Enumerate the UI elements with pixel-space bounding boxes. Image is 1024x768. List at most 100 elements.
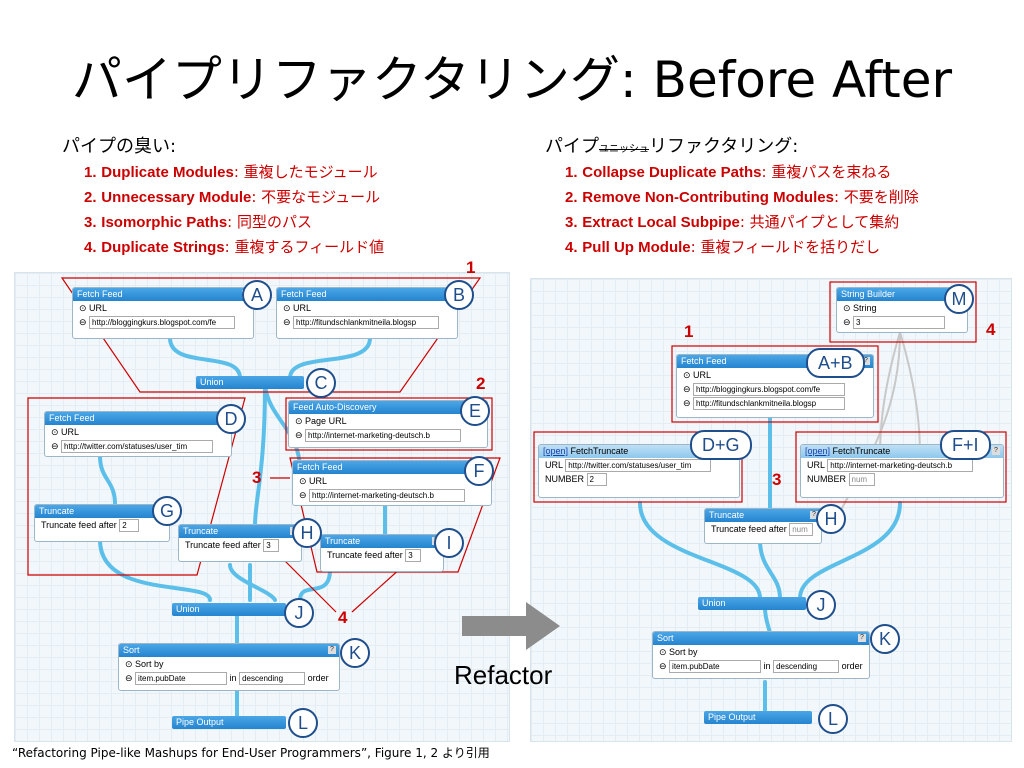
- sort-module-k[interactable]: Sort? ⊙ Sort by ⊖ item.pubDate in descen…: [118, 643, 340, 691]
- url-field[interactable]: http://internet-marketing-deutsch.b: [309, 489, 466, 502]
- module-header[interactable]: Fetch Feed?: [277, 288, 457, 301]
- url-label: ⊙ URL: [79, 303, 108, 313]
- url-row: ⊖ http://internet-marketing-deutsch.b: [289, 428, 487, 442]
- label-f: F: [464, 456, 494, 486]
- url-field[interactable]: http://fitundschlankmitneila.blogsp: [293, 316, 440, 329]
- module-header[interactable]: Fetch Feed?: [293, 461, 491, 474]
- sort-row: ⊖ item.pubDate in descending order: [659, 660, 863, 673]
- smell-list: 1. Duplicate Modules: 重複したモジュール 2. Unnec…: [84, 160, 384, 260]
- label-a-plus-b: A+B: [806, 348, 865, 378]
- right-heading-pre: パイプ: [545, 136, 599, 157]
- label-b: B: [444, 280, 474, 310]
- list-item: 2. Remove Non-Contributing Modules: 不要を削…: [565, 188, 919, 206]
- red-number-4-after: 4: [986, 320, 996, 339]
- module-header[interactable]: Feed Auto-Discovery?: [289, 401, 487, 414]
- url-field[interactable]: http://bloggingkurs.blogspot.com/fe: [89, 316, 236, 329]
- label-i: I: [434, 528, 464, 558]
- sort-by-label: ⊙ Sort by: [125, 659, 164, 669]
- open-link[interactable]: [open]: [805, 446, 831, 456]
- sort-field[interactable]: item.pubDate: [135, 672, 228, 685]
- label-e: E: [460, 396, 490, 426]
- label-g: G: [152, 496, 182, 526]
- right-heading-post: リファクタリング:: [649, 136, 799, 157]
- truncate-h-after[interactable]: Truncate? Truncate feed after num: [704, 508, 822, 544]
- truncate-row: Truncate feed after 3: [179, 538, 301, 552]
- arrow-right-icon: [462, 602, 560, 650]
- label-a: A: [242, 280, 272, 310]
- module-header[interactable]: Fetch Feed?: [45, 412, 231, 425]
- order-select[interactable]: descending: [773, 660, 840, 673]
- label-h: H: [292, 518, 322, 548]
- url-label: ⊙ URL: [283, 303, 312, 313]
- module-header[interactable]: Truncate?: [321, 535, 443, 548]
- pipe-output-module[interactable]: Pipe Output: [172, 716, 286, 729]
- label-l: L: [288, 708, 318, 738]
- sort-module-k-after[interactable]: Sort? ⊙ Sort by ⊖ item.pubDate in descen…: [652, 631, 870, 679]
- number-field[interactable]: num: [848, 473, 875, 486]
- right-heading-strike: ユニッシュ: [599, 144, 649, 155]
- fetch-feed-ab[interactable]: Fetch Feed? ⊙ URL ⊖ http://bloggingkurs.…: [676, 354, 874, 418]
- red-number-1-after: 1: [684, 322, 694, 341]
- union-module-j[interactable]: Union: [172, 603, 286, 616]
- pipe-output-module-after[interactable]: Pipe Output: [704, 711, 812, 724]
- url-label: ⊙ URL: [51, 427, 80, 437]
- red-number-2: 2: [476, 374, 486, 393]
- number-field[interactable]: 2: [586, 473, 607, 486]
- list-item: 4. Duplicate Strings: 重複するフィールド値: [84, 238, 385, 256]
- right-heading: パイプユニッシュリファクタリング:: [545, 132, 798, 158]
- module-header[interactable]: Sort?: [119, 644, 339, 657]
- url-field[interactable]: http://fitundschlankmitneila.blogsp: [693, 397, 846, 410]
- truncate-i[interactable]: Truncate? Truncate feed after 3: [320, 534, 444, 572]
- label-m: M: [944, 284, 974, 314]
- truncate-row: Truncate feed after num: [705, 522, 821, 536]
- list-item: 1. Collapse Duplicate Paths: 重複パスを束ねる: [565, 163, 892, 181]
- count-field[interactable]: 2: [119, 519, 140, 532]
- truncate-h[interactable]: Truncate? Truncate feed after 3: [178, 524, 302, 562]
- module-header[interactable]: Truncate?: [35, 505, 169, 518]
- open-link[interactable]: [open]: [543, 446, 569, 456]
- list-item: 4. Pull Up Module: 重複フィールドを括りだし: [565, 238, 881, 256]
- label-j: J: [284, 598, 314, 628]
- url-field[interactable]: http://bloggingkurs.blogspot.com/fe: [693, 383, 846, 396]
- string-label: ⊙ String: [843, 303, 877, 313]
- union-module-c[interactable]: Union: [196, 376, 304, 389]
- url-row: ⊖ http://bloggingkurs.blogspot.com/fe: [73, 315, 253, 329]
- url-field[interactable]: http://internet-marketing-deutsch.b: [305, 429, 462, 442]
- url-label: ⊙ Page URL: [295, 416, 347, 426]
- url-row: ⊖ http://internet-marketing-deutsch.b: [293, 488, 491, 502]
- url-field[interactable]: http://internet-marketing-deutsch.b: [827, 459, 974, 472]
- fetch-feed-d[interactable]: Fetch Feed? ⊙ URL ⊖ http://twitter.com/s…: [44, 411, 232, 457]
- module-header[interactable]: Truncate?: [705, 509, 821, 522]
- list-item: 3. Isomorphic Paths: 同型のパス: [84, 213, 312, 231]
- fetch-feed-b[interactable]: Fetch Feed? ⊙ URL ⊖ http://fitundschlank…: [276, 287, 458, 339]
- url-row: URL http://twitter.com/statuses/user_tim: [539, 458, 739, 472]
- label-h-after: H: [816, 504, 846, 534]
- label-k-after: K: [870, 624, 900, 654]
- string-field[interactable]: 3: [853, 316, 946, 329]
- number-row: NUMBER num: [801, 472, 1003, 486]
- url-field[interactable]: http://twitter.com/statuses/user_tim: [565, 459, 712, 472]
- module-header[interactable]: Fetch Feed?: [73, 288, 253, 301]
- sort-field[interactable]: item.pubDate: [669, 660, 762, 673]
- fetch-feed-f[interactable]: Fetch Feed? ⊙ URL ⊖ http://internet-mark…: [292, 460, 492, 506]
- red-number-4: 4: [338, 608, 348, 627]
- module-header[interactable]: Truncate?: [179, 525, 301, 538]
- count-field[interactable]: num: [789, 523, 814, 536]
- label-j-after: J: [806, 590, 836, 620]
- label-k: K: [340, 638, 370, 668]
- sort-row: ⊖ item.pubDate in descending order: [125, 672, 329, 685]
- refactoring-list: 1. Collapse Duplicate Paths: 重複パスを束ねる 2.…: [565, 160, 919, 260]
- red-number-3: 3: [252, 468, 262, 487]
- order-select[interactable]: descending: [239, 672, 306, 685]
- red-number-3-after: 3: [772, 470, 782, 489]
- count-field[interactable]: 3: [263, 539, 280, 552]
- feed-auto-discovery-e[interactable]: Feed Auto-Discovery? ⊙ Page URL ⊖ http:/…: [288, 400, 488, 448]
- truncate-row: Truncate feed after 2: [35, 518, 169, 532]
- url-field[interactable]: http://twitter.com/statuses/user_tim: [61, 440, 214, 453]
- module-header[interactable]: Sort?: [653, 632, 869, 645]
- union-module-j-after[interactable]: Union: [698, 597, 806, 610]
- count-field[interactable]: 3: [405, 549, 422, 562]
- fetch-feed-a[interactable]: Fetch Feed? ⊙ URL ⊖ http://bloggingkurs.…: [72, 287, 254, 339]
- truncate-g[interactable]: Truncate? Truncate feed after 2: [34, 504, 170, 542]
